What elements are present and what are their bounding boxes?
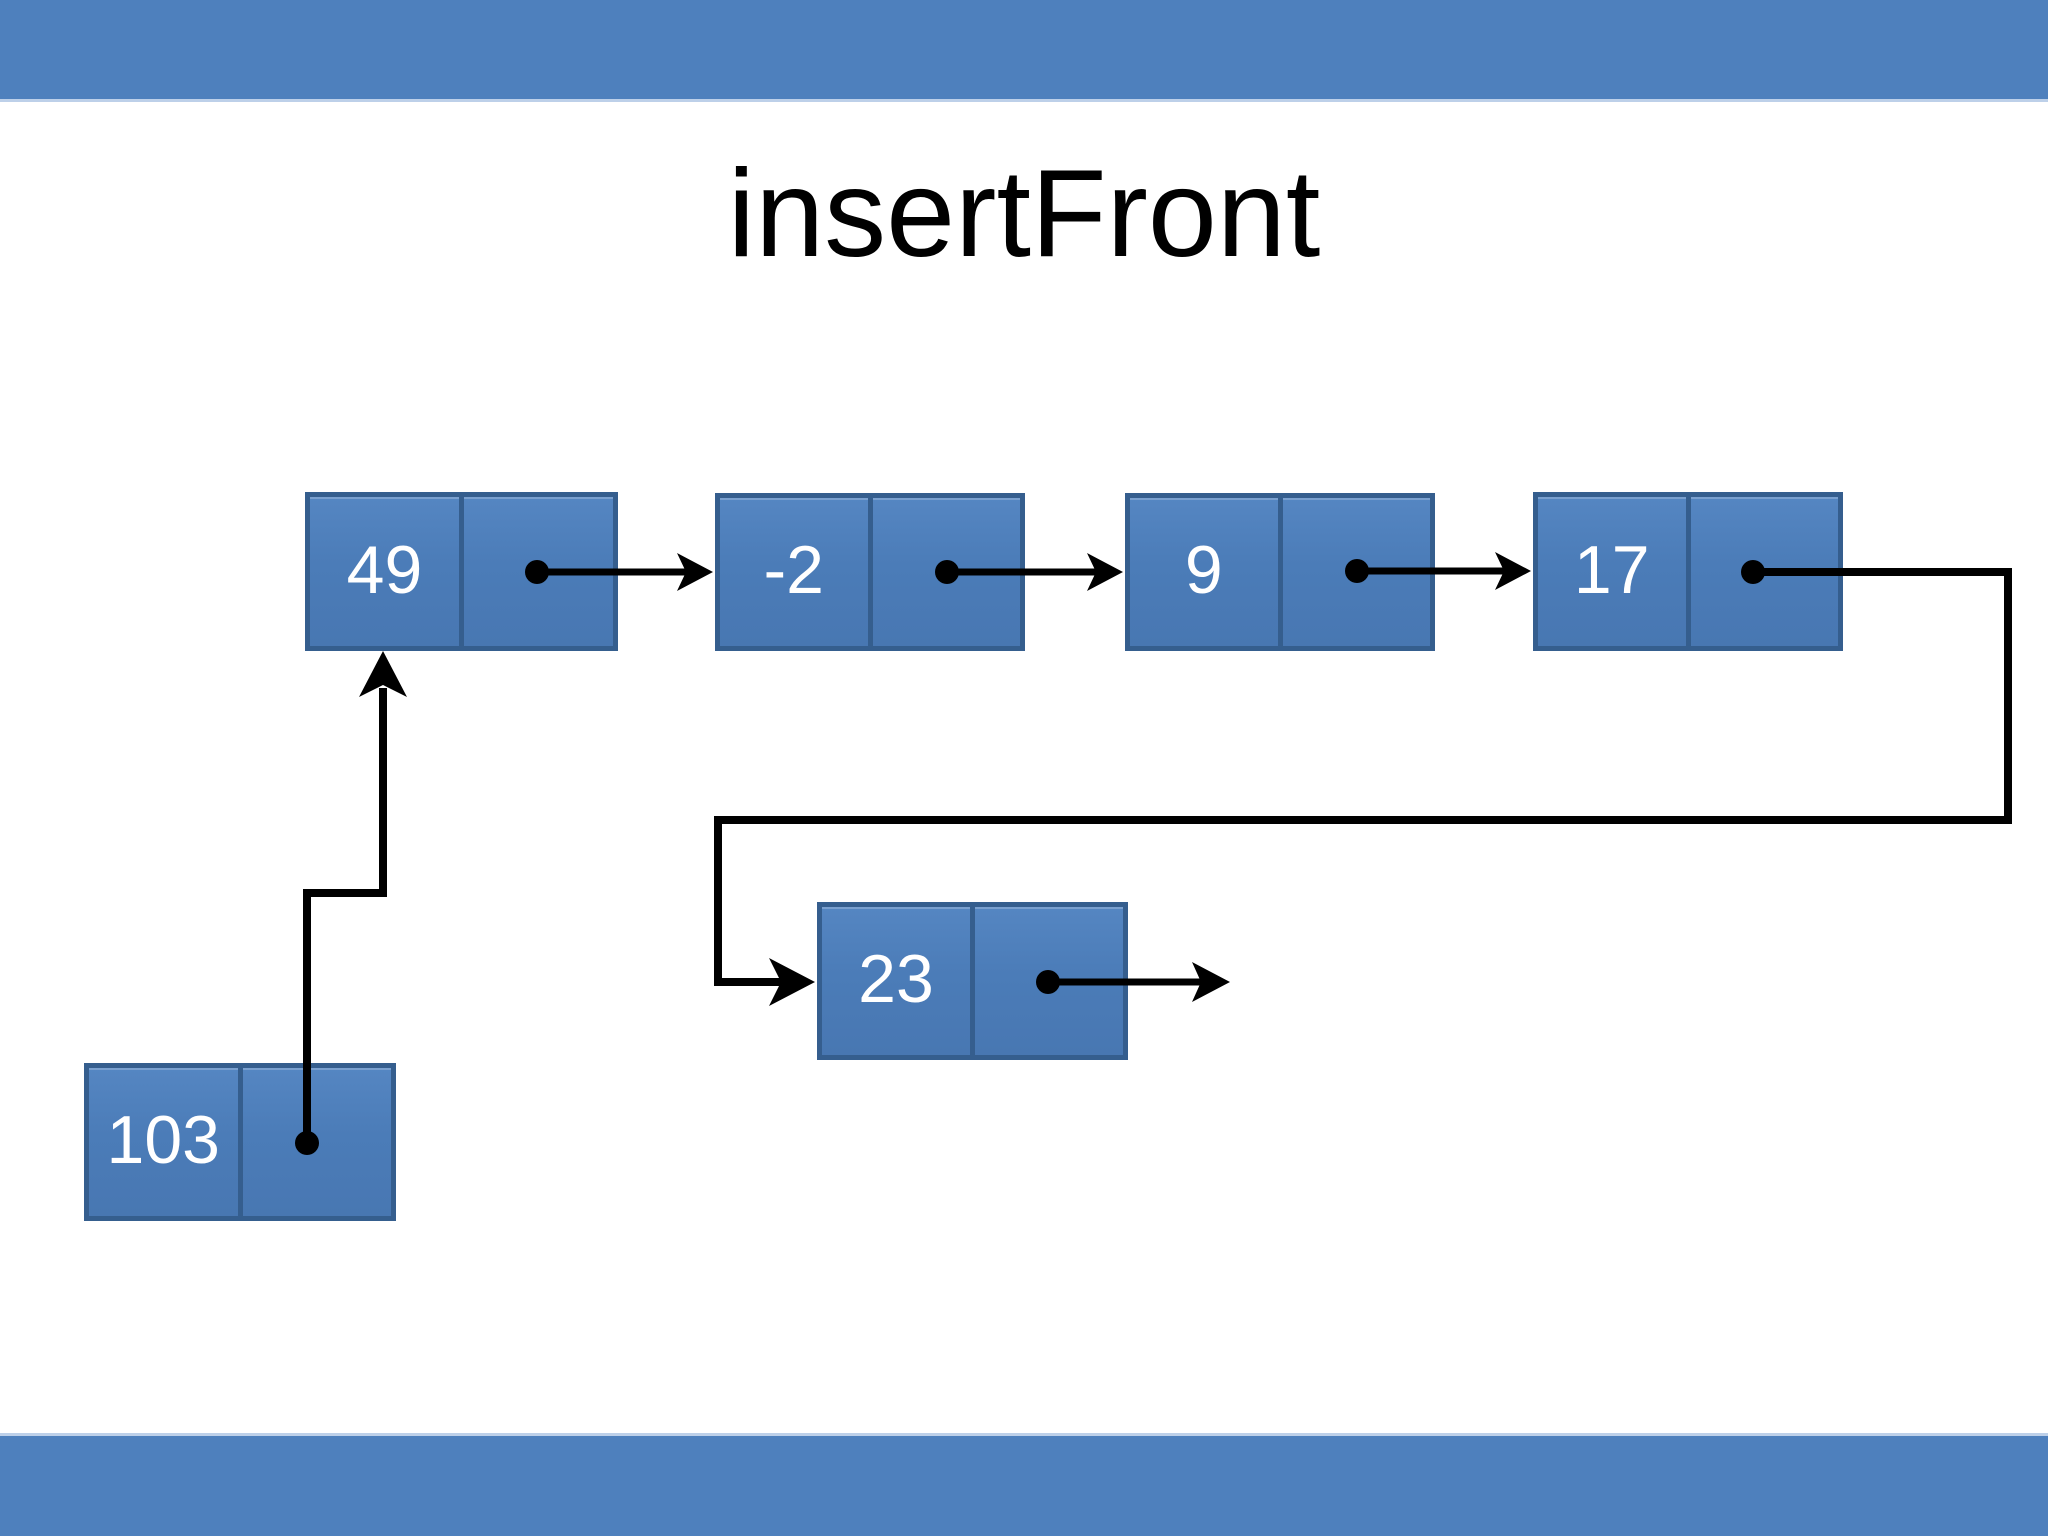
arrowhead-103-to-49: [359, 651, 407, 697]
list-node-103: 103: [84, 1063, 396, 1221]
list-node-minus2: -2: [715, 493, 1025, 651]
arrowhead-23-to-null: [1192, 962, 1230, 1002]
arrowhead-49-to-minus2: [677, 553, 713, 591]
node-pointer-cell: [464, 497, 613, 646]
node-value: -2: [720, 498, 873, 646]
slide-title: insertFront: [727, 145, 1321, 283]
arrowhead-minus2-to-9: [1087, 553, 1123, 591]
node-pointer-cell: [873, 498, 1021, 646]
top-accent-bar: [0, 0, 2048, 102]
node-value: 23: [822, 907, 975, 1055]
node-pointer-cell: [243, 1068, 392, 1216]
node-pointer-cell: [975, 907, 1123, 1055]
node-pointer-cell: [1691, 497, 1839, 646]
list-node-9: 9: [1125, 493, 1435, 651]
node-value: 17: [1538, 497, 1691, 646]
node-value: 103: [89, 1068, 243, 1216]
node-value: 49: [310, 497, 464, 646]
node-pointer-cell: [1283, 498, 1431, 646]
list-node-17: 17: [1533, 492, 1843, 651]
arrowhead-17-to-23: [769, 958, 815, 1006]
arrowhead-9-to-17: [1495, 552, 1531, 590]
node-value: 9: [1130, 498, 1283, 646]
list-node-23: 23: [817, 902, 1128, 1060]
list-node-49: 49: [305, 492, 618, 651]
bottom-accent-bar: [0, 1433, 2048, 1536]
